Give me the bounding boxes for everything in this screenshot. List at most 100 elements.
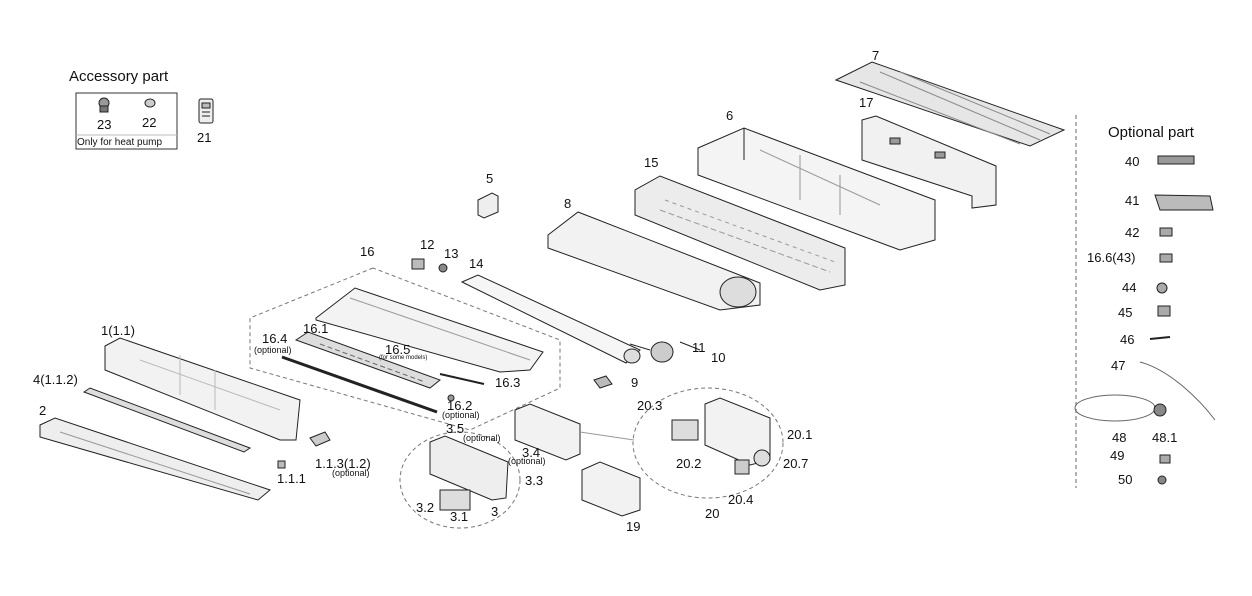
callout-3-4-note: (optional) — [508, 456, 546, 466]
part-44-icon — [1156, 282, 1168, 294]
part-6-chassis — [697, 127, 936, 251]
callout-14: 14 — [469, 256, 484, 271]
part-23-icon — [98, 97, 110, 113]
callout-10: 10 — [711, 350, 726, 365]
callout-8: 8 — [564, 196, 572, 211]
callout-1-1-3: 1.1.3(1.2) — [315, 456, 371, 471]
callout-6: 6 — [726, 108, 734, 123]
callout-16: 16 — [360, 244, 375, 259]
callout-12: 12 — [420, 237, 435, 252]
optional-label-16-6: 16.6(43) — [1087, 250, 1136, 265]
callout-16-4-note: (optional) — [254, 345, 292, 355]
optional-label-45: 45 — [1118, 305, 1133, 320]
callout-3-2: 3.2 — [416, 500, 435, 515]
accessory-label-22: 22 — [142, 115, 157, 130]
part-15-evaporator — [634, 175, 846, 291]
part-45-icon — [1157, 305, 1171, 317]
callout-3-5: 3.5 — [446, 421, 465, 436]
callout-17: 17 — [859, 95, 874, 110]
callout-16-3: 16.3 — [495, 375, 521, 390]
callout-4: 4(1.1.2) — [33, 372, 78, 387]
part-16-2 — [447, 394, 455, 402]
part-5-bracket — [477, 192, 499, 219]
callout-20-1: 20.1 — [787, 427, 813, 442]
callout-1-1-1: 1.1.1 — [277, 471, 306, 486]
callout-16-2: 16.2 — [447, 398, 473, 413]
callout-16-1: 16.1 — [303, 321, 329, 336]
part-42-icon — [1159, 227, 1173, 237]
part-19-box — [514, 403, 641, 517]
part-20-group-outline — [632, 387, 784, 499]
part-16-4-strip — [281, 355, 438, 414]
part-8-panel — [547, 211, 761, 311]
optional-label-49: 49 — [1110, 448, 1125, 463]
part-50-icon — [1157, 475, 1167, 485]
part-17-mounting-plate — [861, 115, 997, 209]
callout-3-3: 3.3 — [525, 473, 544, 488]
callout-20-4: 20.4 — [728, 492, 754, 507]
callout-16-5: 16.5 — [385, 342, 411, 357]
callout-20: 20 — [705, 506, 720, 521]
part-1-front-panel — [104, 337, 301, 441]
part-11-motor — [629, 341, 701, 363]
callout-5: 5 — [486, 171, 494, 186]
part-49-icon — [1159, 454, 1171, 464]
part-16-6-icon — [1159, 253, 1173, 263]
callout-7: 7 — [872, 48, 880, 63]
callout-3-1: 3.1 — [450, 509, 469, 524]
optional-label-44: 44 — [1122, 280, 1137, 295]
part-12-13-bearing — [411, 258, 448, 273]
callout-3: 3 — [491, 504, 499, 519]
optional-label-47: 47 — [1111, 358, 1126, 373]
callout-20-3: 20.3 — [637, 398, 663, 413]
optional-title: Optional part — [1108, 124, 1194, 141]
optional-label-41: 41 — [1125, 193, 1140, 208]
optional-label-50: 50 — [1118, 472, 1133, 487]
optional-label-48-1: 48.1 — [1152, 430, 1178, 445]
part-48-icon — [1074, 394, 1156, 422]
part-47-icon — [1139, 361, 1216, 421]
part-7-filter — [834, 61, 1066, 147]
callout-15: 15 — [644, 155, 659, 170]
accessory-label-21: 21 — [197, 130, 212, 145]
optional-label-48: 48 — [1112, 430, 1127, 445]
accessory-title: Accessory part — [69, 68, 169, 85]
part-46-icon — [1149, 336, 1171, 340]
accessory-note: Only for heat pump — [77, 137, 163, 148]
part-16-frame — [315, 287, 544, 373]
callout-20-7: 20.7 — [783, 456, 809, 471]
callout-19: 19 — [626, 519, 641, 534]
connector-line — [579, 431, 635, 441]
callout-11: 11 — [692, 340, 706, 355]
part-48-1-icon — [1153, 403, 1167, 417]
part-4-strip — [82, 387, 252, 453]
callout-16-5-note: (for some models) — [379, 355, 428, 361]
callout-13: 13 — [444, 246, 459, 261]
accessory-label-23: 23 — [97, 117, 112, 132]
part-3-group-outline — [399, 431, 521, 529]
part-40-icon — [1157, 155, 1195, 165]
callout-1: 1(1.1) — [101, 323, 135, 338]
part-20-control-box — [671, 397, 771, 475]
callout-3-5-note: (optional) — [463, 433, 501, 443]
callout-20-2: 20.2 — [676, 456, 702, 471]
part-16-1-louvers — [294, 331, 442, 389]
callout-2: 2 — [39, 403, 47, 418]
callout-16-2-note: (optional) — [442, 410, 480, 420]
callout-9: 9 — [631, 375, 639, 390]
part-14-fan — [460, 274, 641, 364]
accessory-box — [75, 92, 178, 150]
part-22-icon — [144, 98, 156, 108]
part-1-1-1 — [277, 460, 286, 469]
optional-label-46: 46 — [1120, 332, 1135, 347]
optional-label-40: 40 — [1125, 154, 1140, 169]
part-2-bottom-frame — [39, 417, 272, 501]
callout-16-4: 16.4 — [262, 331, 288, 346]
part-1-1-3 — [309, 431, 331, 447]
optional-label-42: 42 — [1125, 225, 1140, 240]
part-3-electrical-box — [429, 435, 509, 511]
part-16-3-rod — [439, 373, 485, 385]
part-9-clip — [593, 375, 613, 389]
